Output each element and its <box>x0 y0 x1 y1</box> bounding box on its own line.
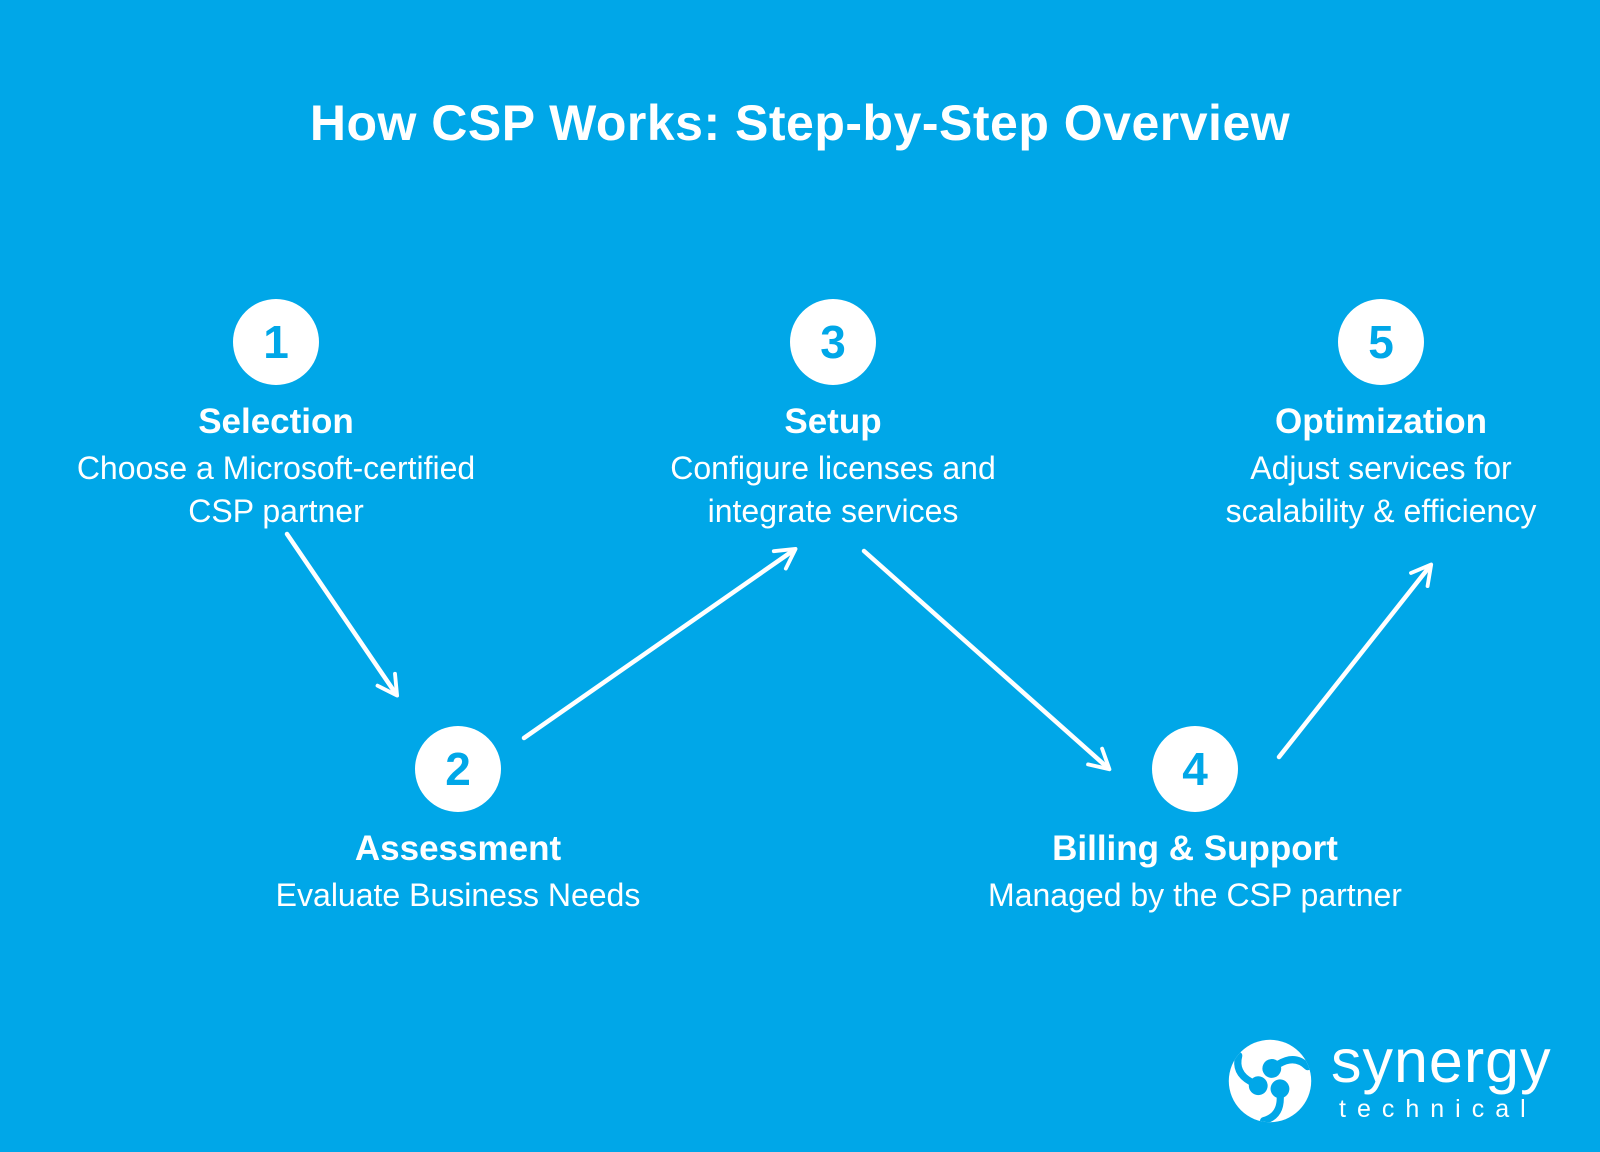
step-3-description: Configure licenses and integrate service… <box>670 450 996 529</box>
step-4-billing-support: 4 Billing & Support Managed by the CSP p… <box>935 726 1455 917</box>
arrow-assessment-to-setup <box>521 546 798 741</box>
step-5-number-badge: 5 <box>1338 299 1424 385</box>
step-4-description: Managed by the CSP partner <box>988 877 1402 913</box>
step-5-description: Adjust services for scalability & effici… <box>1225 450 1537 529</box>
brand-name: synergy <box>1331 1027 1552 1095</box>
arrow-selection-to-assessment <box>284 531 400 698</box>
step-1-number: 1 <box>263 316 289 368</box>
step-1-selection: 1 Selection Choose a Microsoft-certified… <box>16 299 536 533</box>
step-5-optimization: 5 Optimization Adjust services for scala… <box>1121 299 1600 533</box>
step-2-number-badge: 2 <box>415 726 501 812</box>
step-3-name: Setup <box>784 402 882 441</box>
brand-subtitle: technical <box>1339 1095 1537 1123</box>
step-3-number: 3 <box>820 316 846 368</box>
step-2-description: Evaluate Business Needs <box>275 877 641 913</box>
step-4-name: Billing & Support <box>1052 829 1338 868</box>
step-1-number-badge: 1 <box>233 299 319 385</box>
step-2-assessment: 2 Assessment Evaluate Business Needs <box>198 726 718 917</box>
step-3-setup: 3 Setup Configure licenses and integrate… <box>573 299 1093 533</box>
step-3-number-badge: 3 <box>790 299 876 385</box>
step-1-name: Selection <box>198 402 354 441</box>
step-4-number: 4 <box>1182 743 1208 795</box>
step-4-number-badge: 4 <box>1152 726 1238 812</box>
step-1-description: Choose a Microsoft-certified CSP partner <box>76 450 476 529</box>
step-2-number: 2 <box>445 743 471 795</box>
step-5-number: 5 <box>1368 316 1394 368</box>
page-title: How CSP Works: Step-by-Step Overview <box>309 95 1291 151</box>
step-2-name: Assessment <box>354 829 562 868</box>
step-5-name: Optimization <box>1275 402 1487 441</box>
synergy-logo-icon <box>1228 1039 1312 1123</box>
